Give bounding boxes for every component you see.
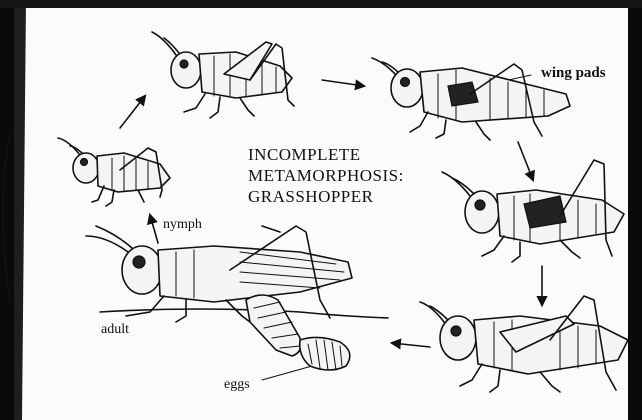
grasshopper-nymph-4 (442, 160, 624, 262)
grasshopper-nymph-5 (420, 296, 628, 392)
label-wing-pads: wing pads (541, 65, 606, 81)
grasshopper-adult (86, 226, 352, 322)
title-line-3: GRASSHOPPER (248, 187, 374, 206)
eggs-pointer-line (262, 366, 312, 380)
title-line-2: METAMORPHOSIS: (248, 166, 404, 185)
arrow-nymph1-to-nymph2 (120, 96, 145, 128)
label-eggs: eggs (224, 377, 250, 392)
grasshopper-nymph-2 (152, 32, 294, 118)
arrow-nymph2-to-nymph3 (322, 80, 364, 86)
ground-and-eggs (100, 295, 388, 370)
arrow-adult-to-nymph (150, 215, 158, 243)
arrow-nymph5-to-adult (392, 343, 430, 347)
scan-edge-left (0, 0, 14, 420)
title-line-1: INCOMPLETE (248, 145, 361, 164)
grasshopper-nymph-1 (58, 138, 170, 206)
arrow-nymph3-to-nymph4 (518, 142, 533, 180)
label-adult: adult (101, 322, 129, 337)
scan-edge-right (628, 0, 642, 420)
scan-shadow-left (14, 0, 26, 420)
label-nymph: nymph (163, 217, 202, 232)
wing-pad (448, 82, 478, 106)
scan-edge-top (0, 0, 642, 8)
